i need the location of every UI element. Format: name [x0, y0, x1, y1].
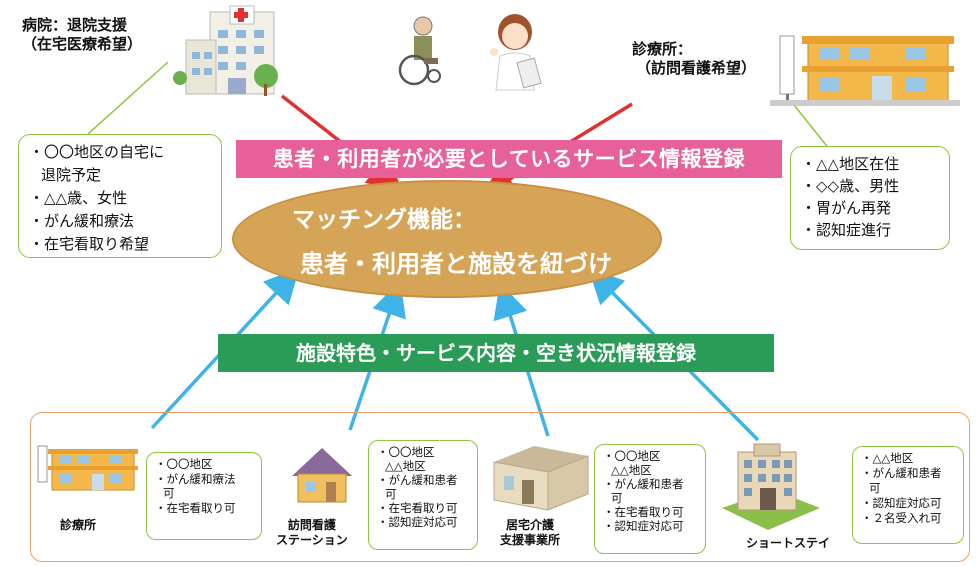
- hospital-building-icon: [173, 5, 278, 96]
- clinic-top-info-callout: ・△△地区在住 ・◇◇歳、男性 ・胃がん再発 ・認知症進行: [790, 146, 950, 250]
- facility-info-line: ・認知症対応可: [377, 515, 458, 529]
- matching-function-ellipse: [232, 180, 662, 298]
- facility-label-line: ステーション: [276, 533, 348, 547]
- facility-short-stay-callout: ・△△地区 ・がん緩和患者 可 ・認知症対応可 ・２名受入れ可: [852, 446, 964, 544]
- clinic-info-line: ・胃がん再発: [801, 199, 892, 217]
- visiting-nurse-house-icon: [292, 448, 352, 503]
- facility-info-line: 可: [611, 491, 623, 505]
- facilities-container: [30, 412, 970, 562]
- facility-info-line: ・がん緩和患者: [377, 473, 458, 487]
- facility-label-short-stay: ショートステイ: [746, 536, 831, 550]
- facility-info-line: ・認知症対応可: [861, 496, 942, 510]
- facility-info-line: 可: [869, 481, 881, 495]
- hospital-title-line1: 病院：退院支援: [22, 16, 128, 34]
- facility-info-line: ・がん緩和患者: [603, 477, 684, 491]
- facility-label-line: 支援事業所: [500, 533, 561, 547]
- hospital-info-callout: ・〇〇地区の自宅に 退院予定 ・△△歳、女性 ・がん緩和療法 ・在宅看取り希望: [18, 134, 222, 258]
- hospital-info-line: ・△△歳、女性: [29, 189, 128, 207]
- clinic-info-line: ・△△地区在住: [801, 155, 900, 173]
- facility-label-care-support: 居宅介護 支援事業所: [500, 518, 560, 548]
- facility-label-clinic: 診療所: [60, 518, 97, 532]
- facility-info-line: 可: [163, 486, 175, 500]
- clinic-top-title: 診療所： （訪問看護希望）: [632, 40, 756, 78]
- facility-info-line: ・在宅看取り可: [603, 505, 684, 519]
- hospital-info-line: ・がん緩和療法: [29, 212, 135, 230]
- clinic-top-title-line2: （訪問看護希望）: [636, 59, 757, 77]
- clinic-top-title-line1: 診療所：: [632, 40, 693, 58]
- facility-info-line: ・〇〇地区: [377, 445, 435, 459]
- facility-label-line: 訪問看護: [287, 518, 336, 532]
- facility-clinic-callout: ・〇〇地区 ・がん緩和療法 可 ・在宅看取り可: [146, 452, 262, 540]
- facility-label-line: 居宅介護: [506, 518, 555, 532]
- facility-info-line: ・認知症対応可: [603, 519, 684, 533]
- hospital-info-line: ・在宅看取り希望: [29, 235, 150, 253]
- hospital-title-line2: （在宅医療希望）: [22, 35, 143, 53]
- hospital-title: 病院：退院支援 （在宅医療希望）: [22, 16, 142, 54]
- short-stay-building-icon: [722, 443, 820, 530]
- facility-info-line: ・２名受入れ可: [861, 511, 942, 525]
- small-clinic-icon: [37, 445, 138, 491]
- facility-label-visiting-nurse: 訪問看護 ステーション: [276, 518, 348, 548]
- service-needs-registration-banner: 患者・利用者が必要としているサービス情報登録: [236, 140, 782, 178]
- matching-title: マッチング機能：: [292, 207, 476, 233]
- clinic-building-icon: [770, 35, 960, 106]
- clinic-info-line: ・◇◇歳、男性: [801, 177, 900, 195]
- facility-info-line: △△地区: [385, 459, 426, 473]
- matching-subtitle: 患者・利用者と施設を紐づけ: [300, 250, 612, 278]
- facility-visiting-nurse-callout: ・〇〇地区 △△地区 ・がん緩和患者 可 ・在宅看取り可 ・認知症対応可: [368, 440, 478, 550]
- hospital-info-line: 退院予定: [41, 166, 102, 184]
- facility-care-support-callout: ・〇〇地区 △△地区 ・がん緩和患者 可 ・在宅看取り可 ・認知症対応可: [594, 444, 706, 554]
- hospital-info-line: ・〇〇地区の自宅に: [29, 143, 165, 161]
- facility-info-line: ・がん緩和患者: [861, 466, 942, 480]
- facility-info-line: ・〇〇地区: [603, 449, 661, 463]
- care-support-office-icon: [493, 446, 589, 511]
- facility-info-line: ・在宅看取り可: [377, 501, 458, 515]
- facility-info-line: ・△△地区: [861, 451, 914, 465]
- facility-info-line: 可: [385, 487, 397, 501]
- facility-info-line: ・がん緩和療法: [155, 471, 236, 486]
- nurse-icon: [490, 14, 542, 91]
- facility-info-line: △△地区: [611, 463, 652, 477]
- facility-info-line: ・〇〇地区: [155, 457, 213, 471]
- clinic-info-line: ・認知症進行: [801, 221, 892, 239]
- facility-info-line: ・在宅看取り可: [155, 500, 236, 515]
- wheelchair-patient-icon: [398, 16, 441, 86]
- facility-info-registration-banner: 施設特色・サービス内容・空き状況情報登録: [218, 334, 774, 372]
